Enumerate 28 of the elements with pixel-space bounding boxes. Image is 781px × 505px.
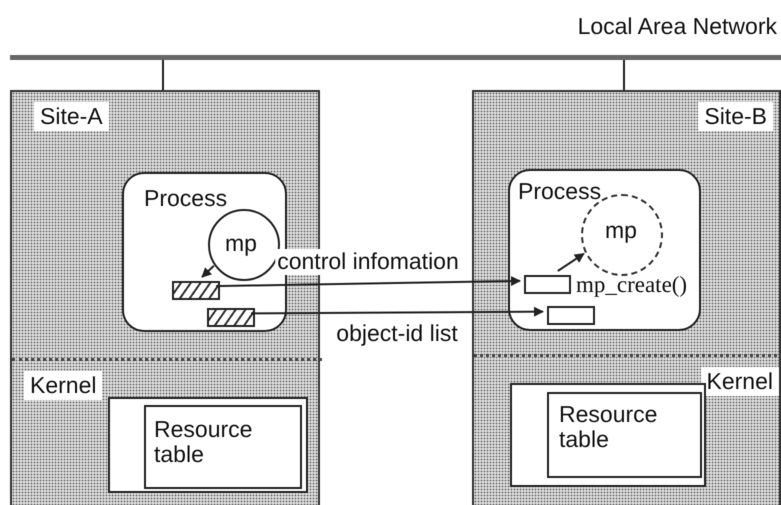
arrow	[216, 276, 521, 288]
process-label: Process	[144, 186, 228, 212]
arrow	[251, 306, 544, 317]
resource-table-label: Resource table	[559, 402, 658, 453]
network-label: Local Area Network	[578, 14, 777, 40]
resource-table	[144, 405, 302, 489]
site-label: Site-B	[698, 102, 773, 132]
hatched-buffer	[172, 281, 220, 300]
buffer-slot	[547, 306, 595, 325]
kernel-box	[108, 397, 308, 493]
kernel-label: Kernel	[700, 367, 779, 396]
connector-line	[623, 60, 625, 90]
connector-line	[162, 60, 164, 90]
hatched-buffer	[207, 308, 255, 327]
process-label: Process	[518, 179, 602, 204]
arrow	[201, 265, 215, 278]
resource-table	[547, 392, 702, 478]
site-box	[472, 90, 781, 505]
kernel-box	[510, 383, 706, 487]
kernel-label: Kernel	[24, 371, 102, 400]
function-label: mp_create()	[576, 272, 688, 298]
process-box	[508, 169, 701, 331]
buffer-slot	[524, 275, 571, 294]
mp-label: mp	[225, 231, 257, 256]
resource-table-label: Resource table	[154, 417, 254, 468]
site-label: Site-A	[34, 102, 109, 132]
arrow	[557, 252, 585, 272]
mp-label: mp	[605, 218, 637, 244]
